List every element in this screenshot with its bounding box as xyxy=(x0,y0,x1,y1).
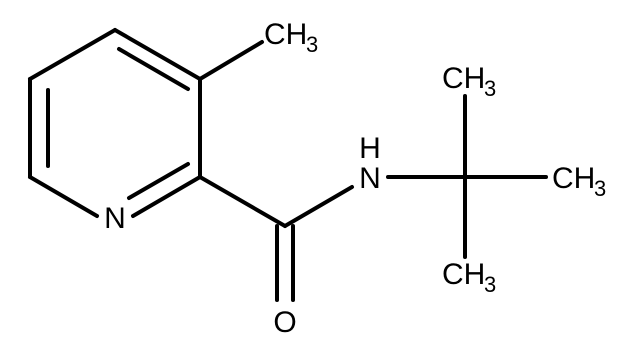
atom-label-ring-n: N xyxy=(104,202,126,235)
methyl-label-tbu-right: CH 3 xyxy=(552,162,606,201)
atom-label-amide-h: H xyxy=(359,132,381,165)
bond-c6-n1 xyxy=(28,175,99,218)
bond-c3-c4 xyxy=(113,28,202,81)
bond-c3-c4-inner xyxy=(117,47,190,91)
bond-c3-methyl xyxy=(198,40,264,81)
methyl-ring-ch: CH xyxy=(264,18,307,51)
bond-n1-c2 xyxy=(131,175,202,218)
methyl-label-tbu-top: CH 3 xyxy=(442,62,496,101)
atom-label-amide-n: N xyxy=(359,162,381,195)
pyridine-ring xyxy=(28,28,202,218)
methyl-tbu-right-ch: CH xyxy=(552,162,595,195)
atom-label-carbonyl-o: O xyxy=(273,306,296,339)
bond-c2-carbonyl xyxy=(198,175,287,228)
methyl-label-tbu-bottom: CH 3 xyxy=(442,258,496,297)
methyl-ring-subscript: 3 xyxy=(306,32,318,57)
methyl-label-ring: CH 3 xyxy=(264,18,318,57)
methyl-tbu-top-subscript: 3 xyxy=(484,76,496,101)
methyl-tbu-bottom-ch: CH xyxy=(442,258,485,291)
bond-c4-c5 xyxy=(28,28,117,81)
methyl-tbu-right-subscript: 3 xyxy=(594,176,606,201)
methyl-tbu-bottom-subscript: 3 xyxy=(484,272,496,297)
bond-carbonyl-n xyxy=(283,185,354,228)
methyl-tbu-top-ch: CH xyxy=(442,62,485,95)
bond-n1-c2-inner xyxy=(127,162,190,200)
